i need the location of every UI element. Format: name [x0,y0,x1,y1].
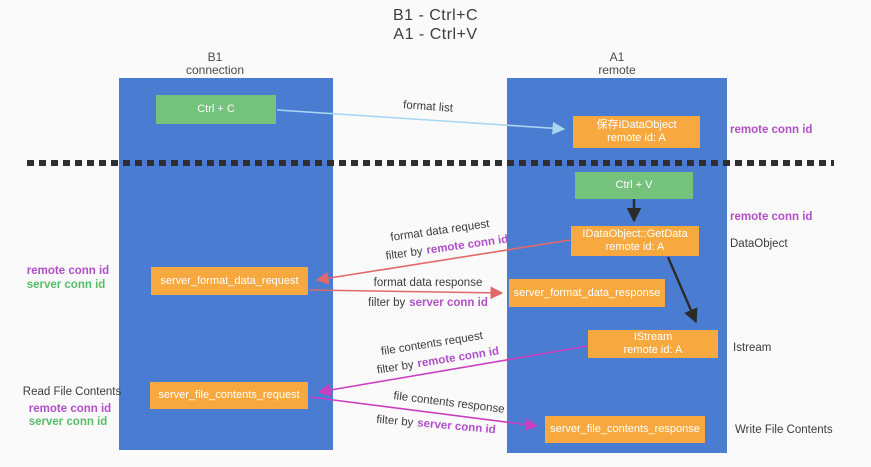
file-contents-response-label: file contents response [392,390,506,416]
lane-a1-title: A1 [609,50,625,64]
istream-side-label: Istream [733,342,772,354]
ctrl-v-box: Ctrl + V [575,172,693,199]
lane-a1-subtitle: remote [598,63,636,77]
lane-b1-title: B1 [207,50,223,64]
server-file-contents-request-label: server_file_contents_request [158,389,300,401]
filter-by-text: filter by [385,245,424,263]
server-conn-id-text: server conn id [409,297,488,309]
ctrl-c-box: Ctrl + C [156,95,276,124]
filter-by-text: filter by [376,358,415,377]
lane-b1-subtitle: connection [185,63,245,77]
format-data-response-label: format data response [373,277,483,289]
server-format-data-request-box: server_format_data_request [151,267,308,295]
write-file-contents-label: Write File Contents [735,424,833,436]
server-format-data-response-label: server_format_data_response [513,286,661,299]
title-line-2: A1 - Ctrl+V [393,26,478,43]
read-file-contents-label: Read File Contents [22,386,122,398]
server-file-contents-response-label: server_file_contents_response [550,423,700,435]
save-dataobject-line1: 保存IDataObject [596,119,677,131]
server-conn-id-left-label-top: server conn id [26,279,106,291]
remote-conn-id-left-label-top: remote conn id [26,265,110,277]
title-line-1: B1 - Ctrl+C [392,7,479,24]
save-dataobject-line2: remote id: A [607,132,666,144]
diagram-title: B1 - Ctrl+C A1 - Ctrl+V [0,6,871,44]
ctrl-c-label: Ctrl + C [197,103,235,115]
filter-by-text: filter by [368,297,406,309]
server-file-contents-request-box: server_file_contents_request [150,382,308,409]
getdata-box: IDataObject::GetData remote id: A [571,226,699,256]
istream-line1: IStream [633,331,673,343]
remote-conn-id-left-label-bottom: remote conn id [28,403,112,415]
server-format-data-request-label: server_format_data_request [160,274,299,287]
remote-conn-id-side-label-top: remote conn id [730,124,813,136]
getdata-line1: IDataObject::GetData [582,228,688,240]
lane-header-b1: B1 connection [165,51,265,77]
getdata-line2: remote id: A [605,241,665,253]
filter-by-text: filter by [375,413,414,429]
arrow-format-data-response [308,286,504,300]
server-conn-id-left-label-bottom: server conn id [28,416,108,428]
server-file-contents-response-box: server_file_contents_response [545,416,705,443]
format-list-label: format list [402,99,454,115]
save-dataobject-box: 保存IDataObject remote id: A [573,116,700,148]
istream-box: IStream remote id: A [588,330,718,358]
server-conn-id-text: server conn id [416,417,497,437]
server-format-data-response-box: server_format_data_response [509,279,665,307]
dataobject-side-label: DataObject [730,238,788,250]
lane-header-a1: A1 remote [567,51,667,77]
istream-line2: remote id: A [623,344,683,356]
ctrl-v-label: Ctrl + V [615,179,653,191]
remote-conn-id-side-label-mid: remote conn id [730,211,813,223]
